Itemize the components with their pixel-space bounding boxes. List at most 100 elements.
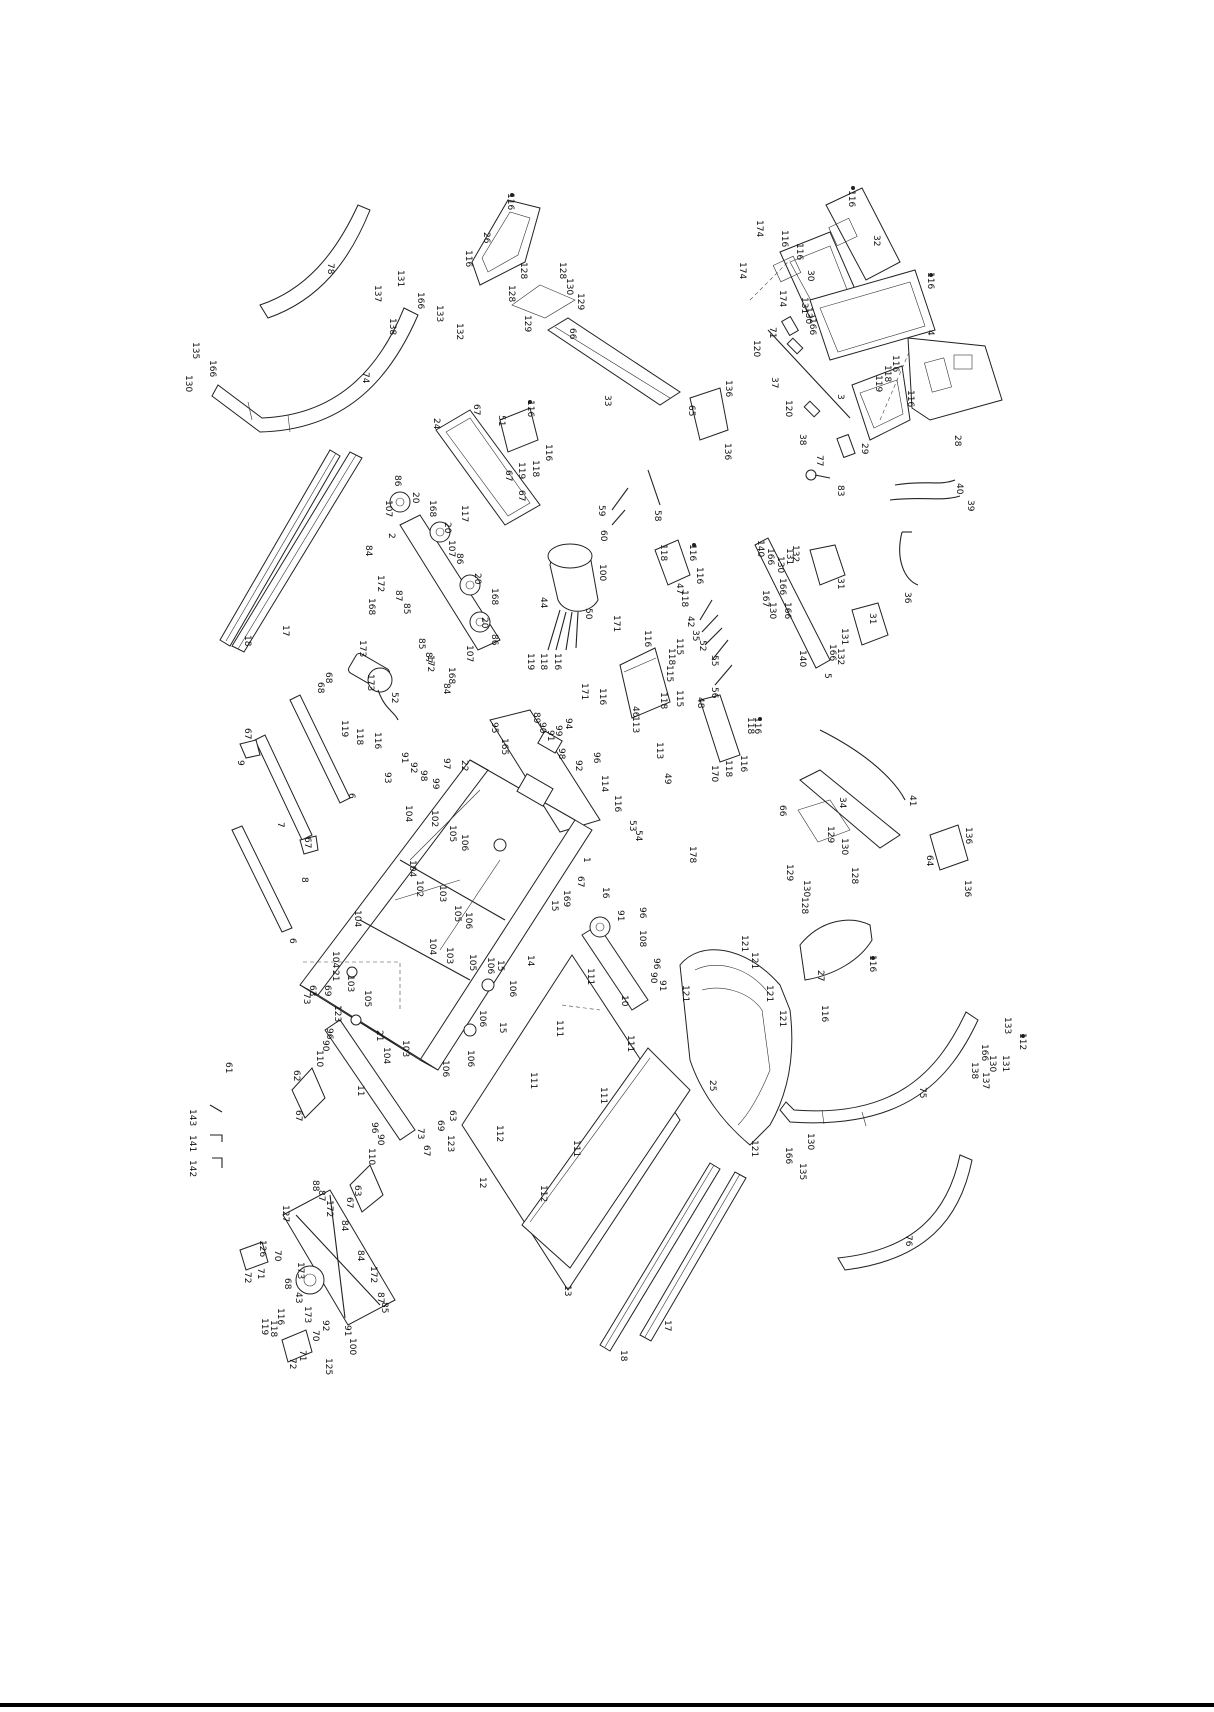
console-bracket-4: [809, 269, 936, 361]
part-label: 111: [571, 1140, 581, 1157]
part-label: 142: [187, 1160, 197, 1177]
cover-25: [679, 949, 793, 1146]
part-label: 67: [242, 728, 252, 739]
handrail-74: [211, 307, 419, 433]
part-label: 104: [427, 938, 437, 955]
part-label: 118: [354, 728, 364, 745]
part-label: 32: [871, 235, 881, 246]
part-label: 116: [687, 544, 697, 561]
part-label: 171: [579, 683, 589, 700]
part-label: 172: [425, 655, 435, 672]
part-label: 113: [654, 742, 664, 759]
pulley-108: [589, 916, 611, 938]
part-label: 172: [324, 1200, 334, 1217]
part-label: 54: [633, 830, 643, 842]
part-label: 166: [207, 360, 217, 377]
part-label: 31: [867, 613, 877, 624]
part-label: 35: [690, 630, 700, 641]
foot-72-b: [281, 1329, 313, 1363]
part-label: 141: [187, 1135, 197, 1152]
part-label: 98: [556, 748, 566, 760]
part-label: 171: [611, 615, 621, 632]
part-label: 100: [347, 1338, 357, 1355]
part-label: 106: [477, 1010, 487, 1027]
console-display-28: [907, 337, 1003, 421]
part-label: 128: [849, 867, 859, 884]
part-label: 40: [954, 483, 964, 495]
part-label: 107: [446, 540, 456, 557]
part-label: 4: [925, 330, 935, 336]
part-label: 174: [754, 220, 764, 237]
part-label: 13: [562, 1285, 572, 1296]
tube-6-b: [231, 825, 293, 933]
part-label: 121: [739, 935, 749, 952]
part-label: 73: [415, 1128, 425, 1139]
handle-cover-26: [471, 199, 541, 286]
part-label: 98: [418, 770, 428, 782]
part-label: 85: [416, 638, 426, 649]
part-label: 85: [401, 603, 411, 614]
bracket-51: [499, 407, 539, 453]
part-label: 168: [489, 588, 499, 605]
cap-65: [689, 387, 729, 441]
part-label: 65: [686, 405, 696, 416]
part-label: 97: [441, 758, 451, 769]
endcap-62: [291, 1067, 326, 1119]
part-label: 103: [437, 885, 447, 902]
part-label: 138: [387, 318, 397, 335]
controller-boxes: [619, 539, 691, 719]
part-label: 86: [392, 475, 402, 487]
tube-7: [254, 734, 313, 841]
base-frame: [239, 1189, 396, 1363]
part-label: 129: [825, 826, 835, 843]
part-label: 116: [552, 653, 562, 670]
part-label: 136: [722, 443, 732, 460]
part-label: 173: [357, 640, 367, 657]
part-label: 166: [777, 578, 787, 595]
box-47: [654, 539, 691, 586]
part-label: 128: [799, 897, 809, 914]
part-label: 16: [600, 887, 610, 899]
part-label: 173: [295, 1262, 305, 1279]
part-label: 118: [268, 1320, 278, 1337]
part-label: 115: [674, 690, 684, 707]
part-label: 116: [372, 732, 382, 749]
part-label: 67: [293, 1110, 303, 1121]
part-label: 167: [760, 590, 770, 607]
part-label: 120: [783, 400, 793, 417]
part-label: 72: [242, 1272, 252, 1283]
part-label: 91: [657, 980, 667, 991]
part-label: 47: [674, 583, 684, 594]
hood-24: [435, 409, 541, 526]
part-label: 53: [627, 820, 637, 831]
part-label: 112: [494, 1125, 504, 1142]
part-label: 129: [522, 315, 532, 332]
part-label: 116: [275, 1308, 285, 1325]
part-label: 83: [835, 485, 845, 496]
part-label: 119: [516, 462, 526, 479]
part-label: 74: [360, 372, 370, 384]
part-label: 27: [815, 970, 825, 981]
part-label: 72: [287, 1358, 297, 1369]
part-label: 99: [553, 725, 563, 737]
handrail-left: [211, 204, 419, 433]
part-label: 18: [242, 635, 252, 647]
part-label: 22: [459, 760, 469, 771]
part-label: 116: [543, 444, 553, 461]
part-label: 73: [301, 993, 311, 1004]
part-label: 115: [664, 665, 674, 682]
part-label: 107: [464, 645, 474, 662]
part-label: 104: [381, 1047, 391, 1064]
part-label: 166: [783, 1147, 793, 1164]
part-label: 127: [280, 1205, 290, 1222]
part-label: 100: [597, 564, 607, 581]
frame-rail-left: [299, 759, 489, 996]
part-label: 95: [489, 722, 499, 733]
part-label: 86: [454, 553, 464, 565]
part-label: 111: [625, 1035, 635, 1052]
part-label: 125: [323, 1358, 333, 1375]
part-label: 121: [764, 985, 774, 1002]
part-label: 131: [799, 297, 809, 314]
part-label: 132: [454, 323, 464, 340]
